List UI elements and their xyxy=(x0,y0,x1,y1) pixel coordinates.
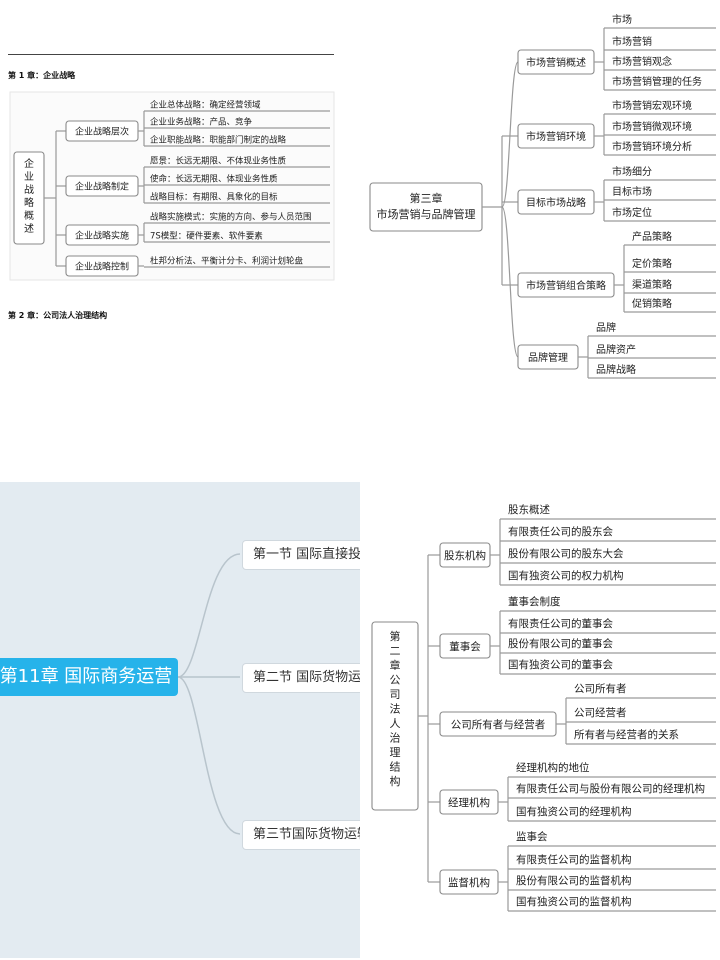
branch-label-2: 市场营销环境 xyxy=(526,130,586,143)
leaf-text: 股份有限公司的董事会 xyxy=(508,637,613,650)
leaf-text: 战略实施模式：实施的方向、参与人员范围 xyxy=(150,212,312,223)
leaf-text: 产品策略 xyxy=(632,230,672,243)
leaf-text: 有限责任公司的董事会 xyxy=(508,617,613,630)
marketing-mindmap: 第三章市场营销与品牌管理市场营销概述市场市场营销市场营销观念市场营销管理的任务市… xyxy=(369,13,716,379)
chapter1-title: 第 1 章：企业战略 xyxy=(8,71,76,80)
leaf-text: 杜邦分析法、平衡计分卡、利润计划轮盘 xyxy=(150,256,304,267)
leaf-text: 品牌资产 xyxy=(596,343,636,356)
leaf-text: 品牌 xyxy=(596,321,616,334)
leaf-text: 市场细分 xyxy=(612,165,652,178)
header-rule xyxy=(8,54,334,55)
leaf-text: 愿景：长远无期限、不体现业务性质 xyxy=(150,156,287,167)
branch-label-4: 市场营销组合策略 xyxy=(526,279,606,292)
branch-label-1: 股东机构 xyxy=(444,549,486,562)
leaf-text: 市场定位 xyxy=(612,206,652,219)
leaf-text: 7S模型：硬件要素、软件要素 xyxy=(150,231,263,242)
leaf-text: 股份有限公司的股东大会 xyxy=(508,547,624,560)
leaf-text: 股东概述 xyxy=(508,503,550,516)
root-line-1: 第三章 xyxy=(410,191,443,205)
leaf-text: 企业业务战略：产品、竞争 xyxy=(150,117,253,128)
leaf-text: 市场营销 xyxy=(612,35,652,48)
leaf-text: 企业职能战略：职能部门制定的战略 xyxy=(150,135,287,146)
leaf-text: 所有者与经营者的关系 xyxy=(574,728,679,741)
root-node-label: 第二章公司法人治理结构 xyxy=(390,629,401,788)
section-node-1[interactable]: 第一节 国际直接投资 xyxy=(242,540,360,570)
enterprise-strategy-mindmap: 企业战略概述 企业战略层次 企业总体战略：确定经营领域企业业务战略：产品、竞争企业职… xyxy=(9,91,335,281)
branch-label-4: 企业战略控制 xyxy=(75,261,129,273)
branch-label-3: 企业战略实施 xyxy=(75,230,129,242)
section-node-2[interactable]: 第二节 国际货物运输 xyxy=(242,663,360,693)
governance-mindmap: 第二章公司法人治理结构 股东机构 股东概述有限责任公司的股东会股份有限公司的股东大会… xyxy=(371,503,716,912)
leaf-text: 使命：长远无期限、体现业务性质 xyxy=(150,174,278,185)
branch-label-2: 董事会 xyxy=(449,640,481,653)
leaf-text: 股份有限公司的监督机构 xyxy=(516,874,632,887)
leaf-text: 国有独资公司的权力机构 xyxy=(508,569,624,582)
leaf-text: 有限责任公司的股东会 xyxy=(508,525,613,538)
leaf-text: 公司所有者 xyxy=(574,682,627,695)
branch-label-3: 公司所有者与经营者 xyxy=(451,718,546,731)
leaf-text: 促销策略 xyxy=(632,297,672,310)
leaf-text: 有限责任公司与股份有限公司的经理机构 xyxy=(516,782,705,795)
leaf-text: 国有独资公司的经理机构 xyxy=(516,805,632,818)
leaf-text: 目标市场 xyxy=(612,185,652,198)
leaf-text: 定价策略 xyxy=(632,257,672,270)
leaf-text: 市场营销环境分析 xyxy=(612,140,692,153)
leaf-text: 渠道策略 xyxy=(632,278,672,291)
chapter2-title: 第 2 章：公司法人治理结构 xyxy=(8,311,108,320)
leaf-text: 公司经营者 xyxy=(574,706,627,719)
leaf-text: 市场营销管理的任务 xyxy=(612,75,702,88)
leaf-text: 品牌战略 xyxy=(596,363,636,376)
root-line-2: 市场营销与品牌管理 xyxy=(377,207,476,221)
branch-label-3: 目标市场战略 xyxy=(526,196,586,209)
marketing-panel: 第三章市场营销与品牌管理市场营销概述市场市场营销市场营销观念市场营销管理的任务市… xyxy=(360,0,720,400)
leaf-text: 市场营销观念 xyxy=(612,55,672,68)
branch-label-1: 企业战略层次 xyxy=(75,126,129,138)
leaf-text: 经理机构的地位 xyxy=(516,761,590,774)
leaf-text: 有限责任公司的监督机构 xyxy=(516,853,632,866)
corporate-governance-panel: 第二章公司法人治理结构 股东机构 股东概述有限责任公司的股东会股份有限公司的股东大会… xyxy=(360,482,720,958)
intl-root-node[interactable]: 第11章 国际商务运营 xyxy=(0,658,178,696)
root-node-label: 企业战略概述 xyxy=(24,157,34,235)
leaf-text: 企业总体战略：确定经营领域 xyxy=(150,100,261,111)
leaf-text: 市场 xyxy=(612,13,632,26)
connector-curve xyxy=(501,206,519,358)
intl-connectors xyxy=(177,553,241,835)
branch-label-5: 监督机构 xyxy=(448,876,490,889)
connector-curve xyxy=(501,61,519,208)
branch-label-1: 市场营销概述 xyxy=(526,56,586,69)
leaf-text: 董事会制度 xyxy=(508,595,561,608)
leaf-text: 战略目标：有期限、具象化的目标 xyxy=(150,192,278,203)
section-node-3[interactable]: 第三节国际货物运输保 xyxy=(242,820,360,850)
branch-label-4: 经理机构 xyxy=(448,796,490,809)
branch-label-2: 企业战略制定 xyxy=(75,181,129,193)
branch-label-5: 品牌管理 xyxy=(528,351,568,364)
leaf-text: 国有独资公司的董事会 xyxy=(508,658,613,671)
leaf-text: 监事会 xyxy=(516,830,548,843)
root-node[interactable] xyxy=(369,182,483,232)
leaf-text: 市场营销微观环境 xyxy=(612,120,692,133)
international-business-panel: 第11章 国际商务运营 第一节 国际直接投资 第二节 国际货物运输 第三节国际货… xyxy=(0,482,360,958)
enterprise-strategy-panel: 第 1 章：企业战略 第 2 章：公司法人治理结构 企业战略概述企业战略层次企业… xyxy=(0,0,360,330)
leaf-text: 国有独资公司的监督机构 xyxy=(516,895,632,908)
leaf-text: 市场营销宏观环境 xyxy=(612,99,692,112)
